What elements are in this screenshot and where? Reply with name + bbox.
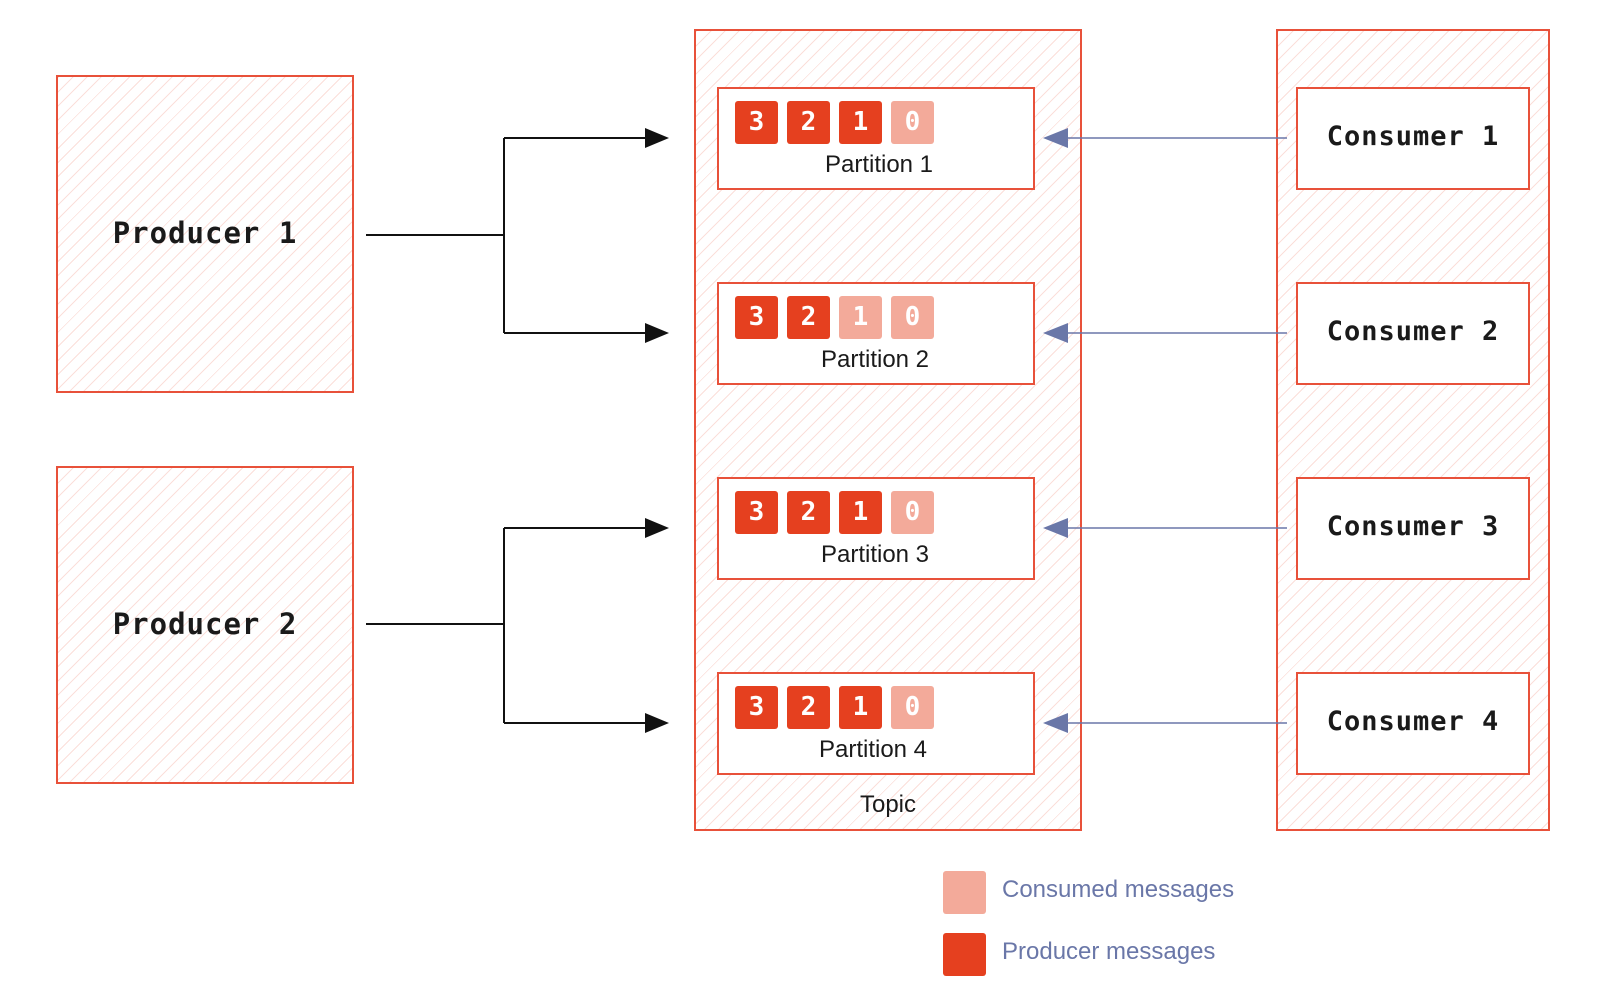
legend-consumed-label: Consumed messages [1002, 876, 1235, 903]
partition-3-message-1: 1 [839, 491, 882, 534]
partition-1-label: Partition 1 [824, 151, 934, 178]
producer-2-to-partition-4-arrowhead [645, 713, 669, 733]
partition-1-box: 3 2 1 0 Partition 1 [717, 87, 1035, 190]
partition-3-message-2: 2 [787, 491, 830, 534]
partition-3-message-0: 0 [891, 491, 934, 534]
partition-4-message-1: 1 [839, 686, 882, 729]
partition-2-label: Partition 2 [820, 346, 930, 373]
producer-2-label: Producer 2 [112, 607, 298, 641]
consumer-1-box: Consumer 1 [1296, 87, 1530, 190]
partition-4-box: 3 2 1 0 Partition 4 [717, 672, 1035, 775]
legend-produced-label: Producer messages [1002, 938, 1216, 965]
producer-1-label: Producer 1 [112, 216, 298, 250]
partition-1-message-3: 3 [735, 101, 778, 144]
consumer-4-box: Consumer 4 [1296, 672, 1530, 775]
producer-1-to-partition-1-arrowhead [645, 128, 669, 148]
consumer-4-label: Consumer 4 [1326, 706, 1500, 737]
partition-3-message-3: 3 [735, 491, 778, 534]
producer-1-to-partition-2-arrowhead [645, 323, 669, 343]
partition-1-message-0: 0 [891, 101, 934, 144]
partition-2-message-3: 3 [735, 296, 778, 339]
partition-2-message-2: 2 [787, 296, 830, 339]
partition-4-label: Partition 4 [818, 736, 928, 763]
topic-label: Topic [859, 791, 917, 818]
partition-3-box: 3 2 1 0 Partition 3 [717, 477, 1035, 580]
partition-4-message-0: 0 [891, 686, 934, 729]
partition-2-message-1: 1 [839, 296, 882, 339]
partition-1-message-2: 2 [787, 101, 830, 144]
producer-2-to-partition-3-arrowhead [645, 518, 669, 538]
partition-3-label: Partition 3 [820, 541, 930, 568]
partition-4-message-3: 3 [735, 686, 778, 729]
consumer-2-label: Consumer 2 [1326, 316, 1500, 347]
producer-2-box: Producer 2 [56, 466, 354, 784]
consumer-1-label: Consumer 1 [1326, 121, 1500, 152]
producer-1-box: Producer 1 [56, 75, 354, 393]
partition-1-message-1: 1 [839, 101, 882, 144]
partition-2-box: 3 2 1 0 Partition 2 [717, 282, 1035, 385]
consumer-3-box: Consumer 3 [1296, 477, 1530, 580]
legend-consumed-swatch [943, 871, 986, 914]
partition-2-message-0: 0 [891, 296, 934, 339]
legend-produced-swatch [943, 933, 986, 976]
consumer-2-box: Consumer 2 [1296, 282, 1530, 385]
partition-4-message-2: 2 [787, 686, 830, 729]
consumer-3-label: Consumer 3 [1326, 511, 1500, 542]
